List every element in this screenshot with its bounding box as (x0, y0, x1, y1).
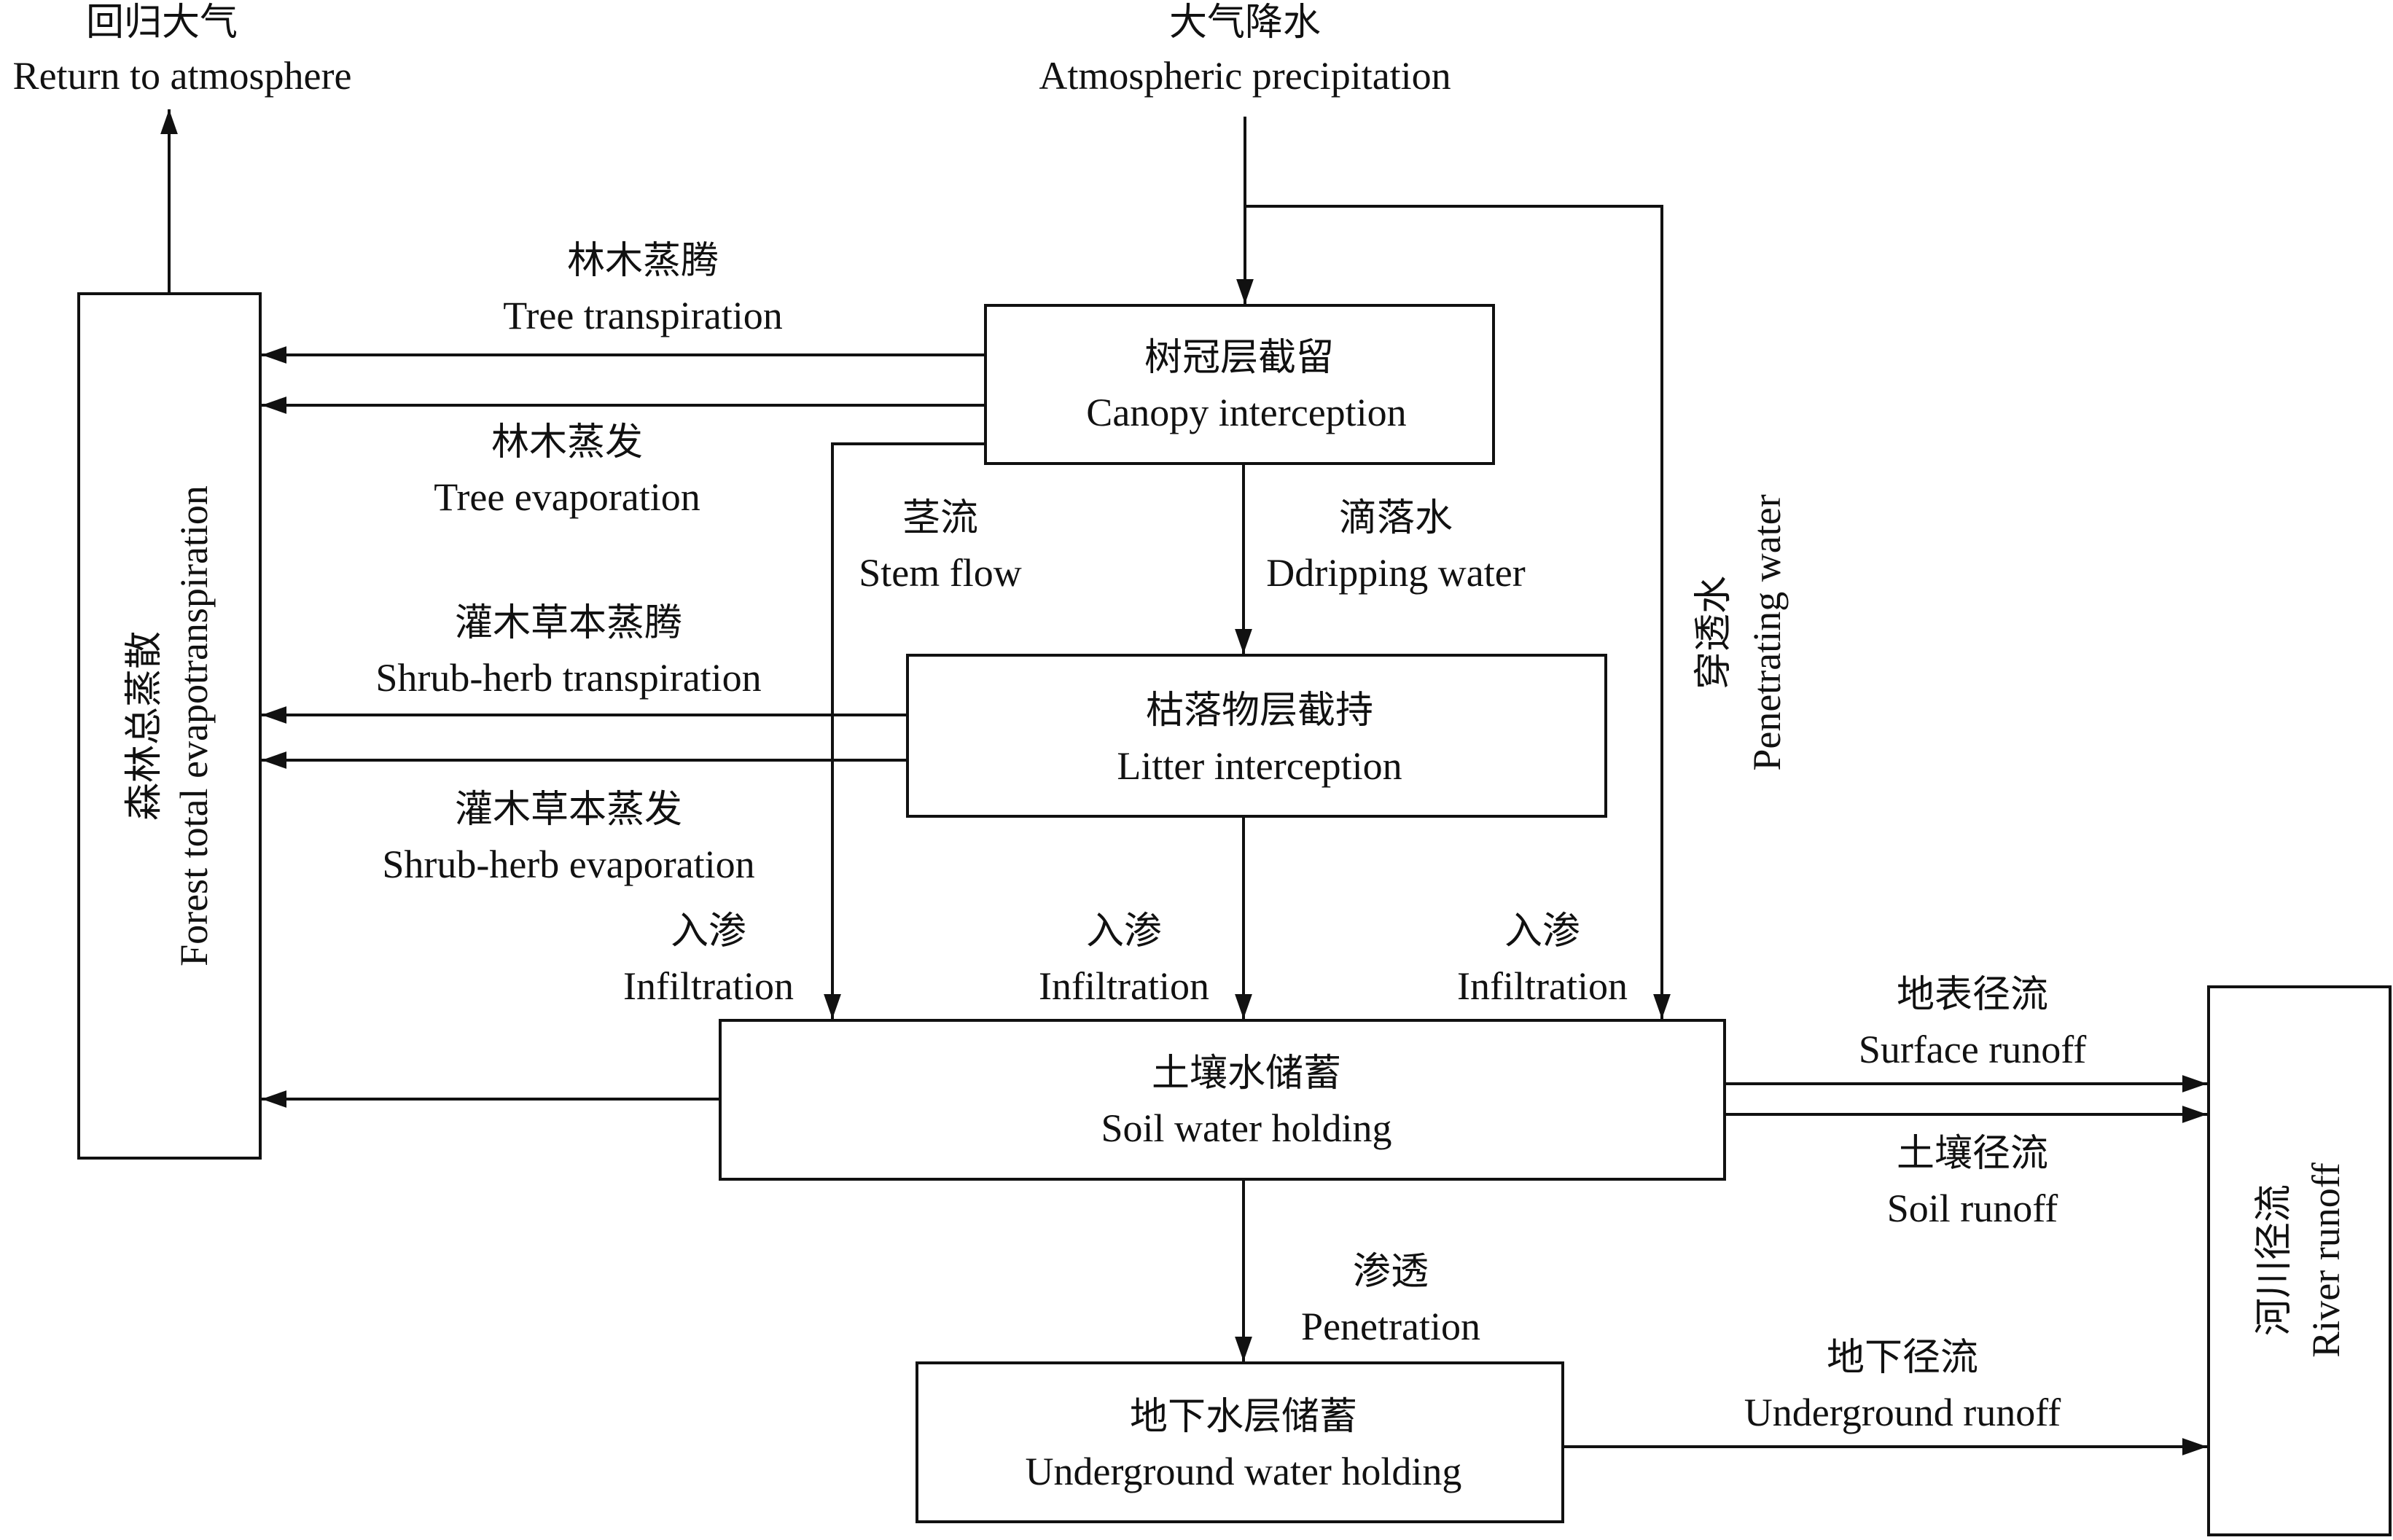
node-label-en: Soil water holding (1101, 1106, 1392, 1150)
flow-arrows (160, 109, 2207, 1455)
label-en: Infiltration (1039, 964, 1209, 1008)
label-dripping-water: 滴落水 Ddripping water (1266, 496, 1525, 595)
label-penetration: 渗透 Penetration (1301, 1250, 1480, 1348)
node-label-zh: 地下水层储蓄 (1130, 1395, 1357, 1439)
label-zh: 林木蒸腾 (567, 239, 719, 283)
node-canopy-interception: 树冠层截留 Canopy interception (984, 304, 1495, 465)
label-en: Stem flow (859, 551, 1022, 595)
label-precipitation: 大气降水 Atmospheric precipitation (1039, 1, 1451, 98)
node-label-en: River runoff (2304, 1162, 2348, 1357)
label-zh: 土壤径流 (1897, 1132, 2048, 1176)
label-tree-evaporation: 林木蒸发 Tree evaporation (434, 421, 700, 519)
node-label-en: Litter interception (1117, 744, 1402, 788)
label-penetrating-water: 穿透水 Penetrating water (1692, 494, 1789, 770)
label-infiltration-right: 入渗 Infiltration (1457, 910, 1628, 1008)
label-infiltration-left: 入渗 Infiltration (623, 910, 794, 1008)
label-zh: 入渗 (1086, 910, 1162, 953)
label-en: Tree evaporation (434, 475, 700, 519)
label-zh: 穿透水 (1692, 576, 1736, 689)
label-en: Atmospheric precipitation (1039, 54, 1451, 98)
node-litter-interception: 枯落物层截持 Litter interception (906, 654, 1607, 818)
node-label-en: Forest total evapotranspiration (172, 485, 216, 966)
label-en: Infiltration (1457, 964, 1628, 1008)
node-label-en: Canopy interception (1086, 391, 1406, 434)
arrow-stem-flow (824, 442, 985, 1019)
node-underground-water-holding: 地下水层储蓄 Underground water holding (916, 1361, 1564, 1523)
label-zh: 灌木草本蒸发 (455, 788, 682, 832)
node-label-en: Underground water holding (1026, 1450, 1462, 1493)
label-zh: 渗透 (1353, 1250, 1429, 1294)
label-zh: 入渗 (1504, 910, 1580, 953)
label-shrub-transpiration: 灌木草本蒸腾 Shrub-herb transpiration (375, 601, 761, 700)
label-en: Return to atmosphere (13, 54, 352, 98)
node-label-zh: 树冠层截留 (1144, 336, 1334, 380)
label-en: Penetrating water (1745, 494, 1789, 770)
label-en: Shrub-herb evaporation (382, 843, 754, 886)
label-en: Ddripping water (1266, 551, 1525, 595)
label-en: Surface runoff (1859, 1028, 2086, 1071)
node-label-zh: 河川径流 (2252, 1184, 2296, 1336)
node-label-zh: 土壤水储蓄 (1152, 1052, 1341, 1095)
node-forest-total-evapotranspiration: 森林总蒸散 Forest total evapotranspiration (77, 292, 262, 1160)
label-zh: 滴落水 (1339, 496, 1453, 540)
label-zh: 茎流 (902, 496, 978, 540)
label-en: Soil runoff (1887, 1187, 2058, 1230)
label-surface-runoff: 地表径流 Surface runoff (1859, 973, 2086, 1071)
label-infiltration-mid: 入渗 Infiltration (1039, 910, 1209, 1008)
label-en: Infiltration (623, 964, 794, 1008)
label-underground-runoff: 地下径流 Underground runoff (1744, 1336, 2061, 1434)
label-en: Underground runoff (1744, 1391, 2061, 1434)
node-soil-water-holding: 土壤水储蓄 Soil water holding (719, 1019, 1726, 1181)
label-en: Penetration (1301, 1305, 1480, 1348)
label-en: Tree transpiration (503, 294, 782, 337)
label-zh: 入渗 (671, 910, 746, 953)
label-tree-transpiration: 林木蒸腾 Tree transpiration (503, 239, 782, 337)
label-return-atmosphere: 回归大气 Return to atmosphere (13, 1, 352, 98)
label-stem-flow: 茎流 Stem flow (859, 496, 1022, 595)
label-zh: 林木蒸发 (491, 421, 643, 464)
node-label-zh: 枯落物层截持 (1146, 689, 1373, 732)
arrow-penetrating-water (1245, 205, 1671, 1019)
label-zh: 回归大气 (86, 1, 238, 44)
label-soil-runoff: 土壤径流 Soil runoff (1887, 1132, 2058, 1230)
label-zh: 灌木草本蒸腾 (455, 601, 682, 645)
node-river-runoff: 河川径流 River runoff (2207, 985, 2392, 1536)
label-zh: 大气降水 (1169, 1, 1321, 44)
node-label-zh: 森林总蒸散 (122, 631, 166, 821)
label-en: Shrub-herb transpiration (375, 656, 761, 700)
label-shrub-evaporation: 灌木草本蒸发 Shrub-herb evaporation (382, 788, 754, 886)
label-zh: 地下径流 (1827, 1336, 1978, 1380)
label-zh: 地表径流 (1897, 973, 2048, 1017)
